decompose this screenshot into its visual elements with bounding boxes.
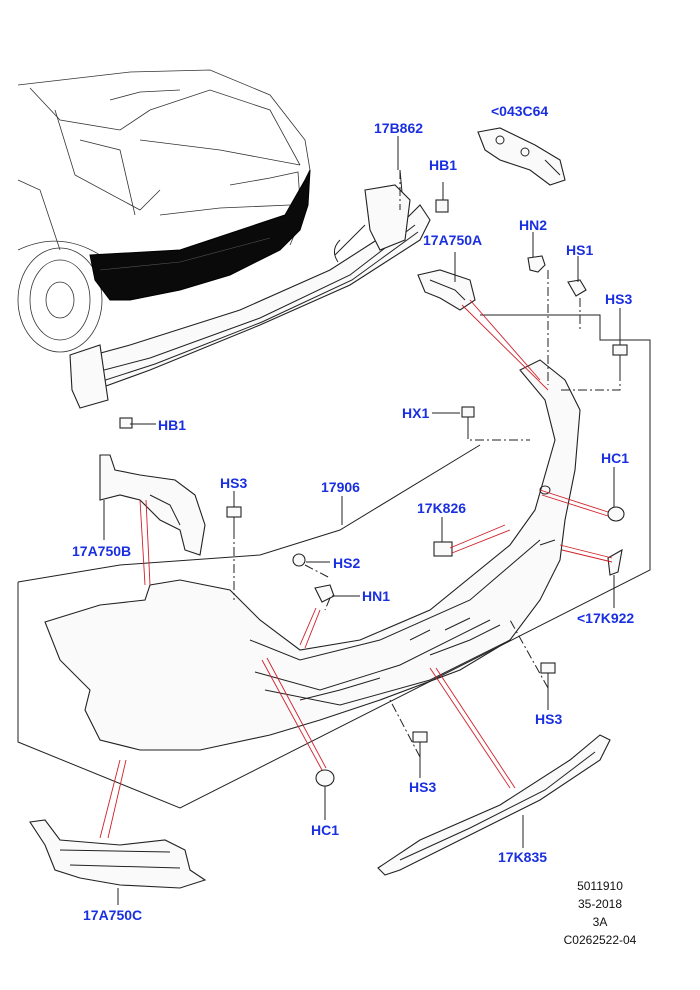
assembly-lines: [103, 170, 621, 830]
callout-leaders: [103, 136, 621, 905]
callout-17k835[interactable]: 17K835: [498, 849, 548, 865]
callout-17b862[interactable]: 17B862: [374, 120, 424, 136]
screw-hs3-lowright: [540, 662, 556, 688]
bolt-hb1-top: [435, 199, 449, 213]
clip-hn1: [314, 584, 335, 603]
callout-17906[interactable]: 17906: [321, 479, 360, 495]
callout-hs1[interactable]: HS1: [566, 242, 594, 258]
footer-line-4: C0262522-04: [563, 933, 637, 947]
callout-hs2[interactable]: HS2: [333, 555, 361, 571]
cap-hc1-bottom: [315, 769, 335, 787]
callout-hb1-top[interactable]: HB1: [429, 157, 458, 173]
callout-hs3-mid[interactable]: HS3: [220, 475, 248, 491]
bracket-17k826: [433, 541, 453, 557]
footer-line-3: 3A: [592, 915, 608, 929]
clip-hx1: [461, 406, 475, 430]
callout-hx1[interactable]: HX1: [402, 405, 430, 421]
callout-043c64[interactable]: <043C64: [491, 103, 549, 119]
cap-hc1-right: [607, 506, 625, 522]
bracket-17a750b: [99, 454, 206, 556]
vehicle-rear-illustration: [17, 69, 311, 353]
clip-hs2: [292, 553, 306, 567]
bumper-cover: [44, 359, 581, 751]
reflector-17k922: [607, 548, 623, 576]
screw-hs3-bottom: [412, 731, 428, 757]
callout-hb1-left[interactable]: HB1: [158, 417, 187, 433]
fastener-hn2: [527, 255, 546, 273]
footer-line-2: 35-2018: [577, 897, 623, 911]
callout-hc1-right[interactable]: HC1: [601, 450, 630, 466]
callout-hn2[interactable]: HN2: [519, 217, 548, 233]
footer-line-1: 5011910: [577, 879, 623, 893]
screw-hs3-mid: [226, 506, 242, 530]
bolt-hb1-left: [119, 417, 133, 429]
fastener-hs1: [567, 279, 587, 297]
callout-17a750b[interactable]: 17A750B: [72, 543, 132, 559]
bumper-reinforcement-beam: [69, 169, 431, 409]
callout-hs3-bottom[interactable]: HS3: [409, 779, 437, 795]
bracket-17a750c: [29, 819, 207, 889]
callout-17a750a[interactable]: 17A750A: [423, 232, 483, 248]
callout-hc1-bottom[interactable]: HC1: [311, 822, 340, 838]
callout-17k826[interactable]: 17K826: [417, 500, 467, 516]
callout-hs3-right[interactable]: HS3: [605, 291, 633, 307]
bracket-043c64: [477, 127, 566, 186]
screw-hs3-right: [612, 344, 628, 372]
bracket-17a750a: [417, 269, 476, 311]
callout-hs3-lowright[interactable]: HS3: [535, 711, 563, 727]
lower-trim-17k835: [377, 734, 611, 876]
assembly-frame: [17, 314, 651, 809]
callout-hn1[interactable]: HN1: [362, 588, 391, 604]
callout-17k922[interactable]: <17K922: [577, 610, 635, 626]
callout-17a750c[interactable]: 17A750C: [83, 907, 143, 923]
red-leaders: [99, 299, 613, 839]
